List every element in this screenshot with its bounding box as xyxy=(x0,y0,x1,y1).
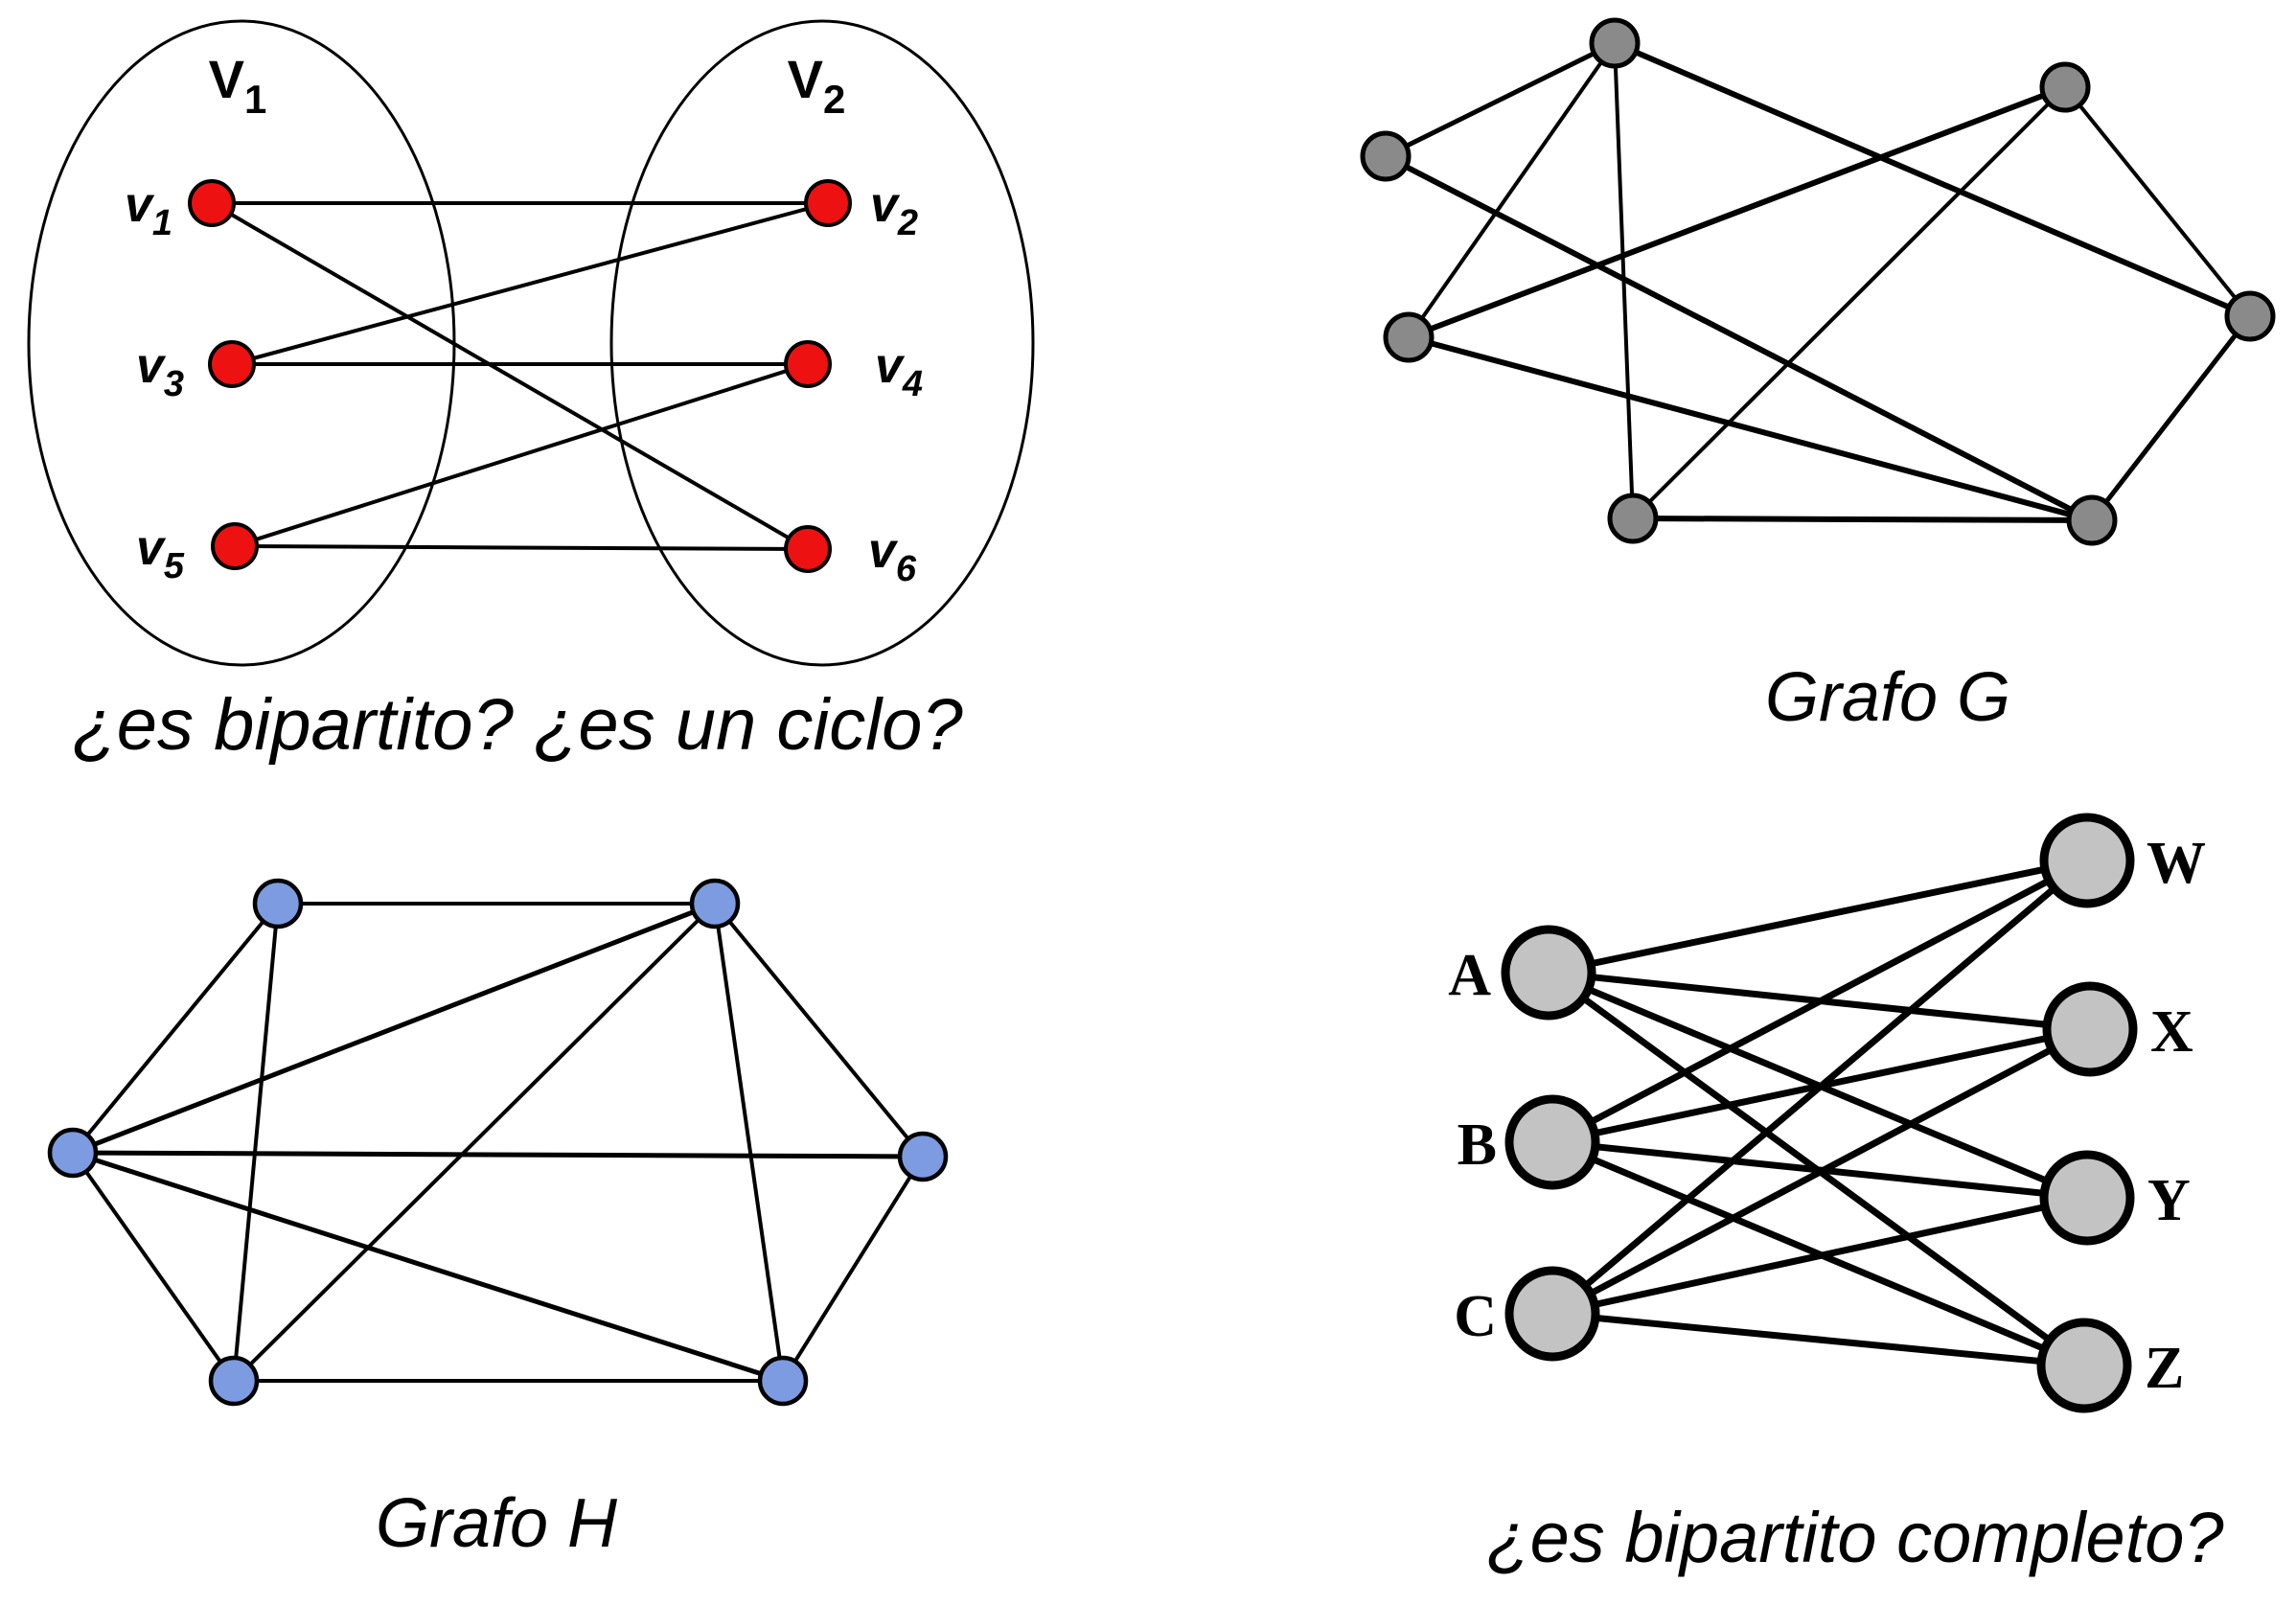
edge-h3-h5 xyxy=(71,1151,236,1383)
caption-bipartito-completo: ¿es bipartito completo? xyxy=(1486,1498,2223,1577)
edge-v3-v2 xyxy=(230,201,830,366)
edge-v5-v4 xyxy=(233,362,810,548)
edge-h2-h6 xyxy=(713,902,785,1383)
node-label-v3: v3 xyxy=(136,338,184,404)
edge-g3-g4 xyxy=(1406,84,2068,340)
set-V2-ellipse xyxy=(609,19,1035,667)
node-h3 xyxy=(47,1127,99,1179)
edge-C-X xyxy=(1549,1025,2094,1318)
node-C xyxy=(1504,1266,1600,1362)
edge-v1-v6 xyxy=(210,201,810,551)
edge-g1-g3 xyxy=(1407,41,1617,339)
caption-grafo-h: Grafo H xyxy=(376,1485,618,1562)
node-label-X: X xyxy=(2150,999,2193,1065)
caption-bipartito-ciclo: ¿es bipartito? ¿es un ciclo? xyxy=(72,684,963,766)
node-label-B: B xyxy=(1458,1113,1497,1178)
node-v1 xyxy=(188,179,236,227)
node-label-v4: v4 xyxy=(875,338,923,404)
node-label-v1: v1 xyxy=(125,177,172,243)
edge-g4-g5 xyxy=(2063,85,2252,318)
edge-A-W xyxy=(1545,857,2091,976)
node-W xyxy=(2039,813,2135,908)
node-Z xyxy=(2036,1318,2132,1413)
edge-C-W xyxy=(1549,857,2091,1318)
set-V1-label: V1 xyxy=(209,49,267,122)
node-h2 xyxy=(689,878,741,929)
edge-v5-v6 xyxy=(233,544,810,551)
node-v4 xyxy=(784,340,832,388)
edge-g3-g7 xyxy=(1406,334,2095,523)
node-g3 xyxy=(1383,311,1435,363)
node-X xyxy=(2042,981,2138,1077)
node-v3 xyxy=(208,340,256,388)
node-label-W: W xyxy=(2147,831,2206,896)
node-v6 xyxy=(784,525,832,573)
node-g1 xyxy=(1589,17,1641,69)
node-label-v6: v6 xyxy=(868,523,917,589)
edge-h2-h5 xyxy=(232,902,717,1383)
edge-g4-g6 xyxy=(1631,85,2067,520)
set-V2-label: V2 xyxy=(788,49,846,122)
caption-grafo-g: Grafo G xyxy=(1765,659,2010,736)
edge-C-Y xyxy=(1549,1194,2091,1318)
node-v5 xyxy=(211,522,259,570)
node-h4 xyxy=(897,1131,949,1182)
edge-C-Z xyxy=(1549,1310,2088,1369)
panel-grafo-h: Grafo H xyxy=(47,878,949,1562)
edge-h1-h3 xyxy=(71,902,280,1155)
panel-grafo-g: Grafo G xyxy=(1360,17,2276,736)
node-g7 xyxy=(2066,494,2118,546)
node-label-v5: v5 xyxy=(136,520,185,586)
node-g6 xyxy=(1607,493,1659,544)
node-g2 xyxy=(1360,130,1412,182)
edge-g6-g7 xyxy=(1630,516,2095,523)
node-h1 xyxy=(252,878,304,929)
node-h5 xyxy=(208,1355,260,1407)
node-g5 xyxy=(2224,290,2276,342)
node-label-Z: Z xyxy=(2145,1336,2184,1401)
edge-g1-g2 xyxy=(1383,40,1618,159)
edge-h2-h4 xyxy=(713,902,925,1159)
edge-g1-g5 xyxy=(1612,40,2253,319)
node-label-A: A xyxy=(1448,943,1491,1008)
edge-h4-h6 xyxy=(781,1155,925,1383)
node-label-Y: Y xyxy=(2147,1168,2191,1233)
node-label-v2: v2 xyxy=(870,177,918,243)
edge-h3-h6 xyxy=(70,1150,786,1384)
node-A xyxy=(1501,925,1596,1021)
node-g4 xyxy=(2039,61,2091,113)
panel-bipartito-ciclo: V1 V2 v1 v3 v5 v2 v4 v6 ¿es bipartito? ¿es un ci… xyxy=(27,19,1035,766)
node-label-C: C xyxy=(1454,1284,1497,1349)
node-B xyxy=(1504,1094,1600,1190)
panel-bipartito-completo: A B C W X Y Z ¿es bipartito completo? xyxy=(1448,813,2224,1577)
edge-g5-g7 xyxy=(2089,313,2253,523)
node-h6 xyxy=(757,1355,809,1407)
edge-g2-g7 xyxy=(1383,153,2095,523)
edge-B-W xyxy=(1549,857,2091,1146)
edge-h2-h3 xyxy=(70,901,718,1156)
node-v2 xyxy=(804,179,852,227)
edge-h1-h5 xyxy=(232,902,280,1383)
node-Y xyxy=(2039,1150,2135,1246)
edge-h3-h4 xyxy=(70,1150,926,1159)
